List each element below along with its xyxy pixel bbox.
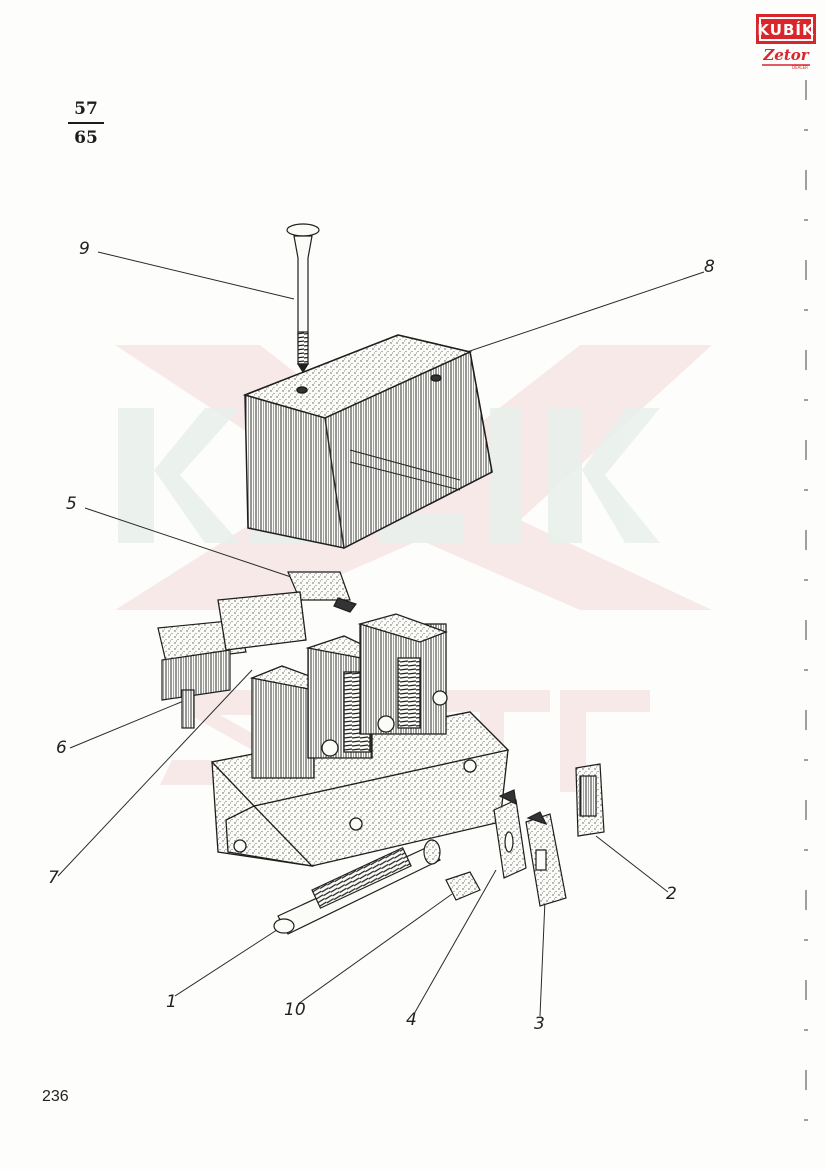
- clip-part-10: [445, 871, 481, 901]
- leader-lines: [57, 251, 705, 1017]
- resistor-part-1: [273, 839, 441, 935]
- fraction-numerator: 57: [74, 99, 98, 119]
- bracket-part-6: [157, 619, 247, 729]
- svg-text:DEALER: DEALER: [792, 65, 808, 70]
- callout-10: 10: [284, 1000, 306, 1020]
- screw-part-9: [286, 223, 320, 374]
- callout-3: 3: [534, 1014, 545, 1034]
- callout-5: 5: [66, 494, 77, 514]
- bracket-part-5: [287, 571, 357, 613]
- fraction-bar: [68, 122, 104, 124]
- callout-8: 8: [704, 257, 715, 277]
- contact-plate-part-3: [525, 811, 567, 907]
- svg-text:KUBÍK: KUBÍK: [757, 20, 815, 39]
- callout-7: 7: [48, 868, 59, 888]
- kubik-zetor-logo: KUBÍK Zetor DEALER: [756, 14, 816, 70]
- cover-part-8: [242, 334, 493, 550]
- callout-1: 1: [166, 992, 177, 1012]
- page-number: 236: [42, 1088, 69, 1105]
- callout-9: 9: [79, 239, 90, 259]
- callout-2: 2: [666, 884, 677, 904]
- contact-plate-part-4: [493, 789, 527, 879]
- scan-edge-marks: [804, 80, 808, 1121]
- regulator-base-assembly: [210, 591, 510, 867]
- callout-4: 4: [406, 1010, 417, 1030]
- section-fraction: 57 65: [66, 98, 106, 148]
- fraction-denominator: 65: [74, 128, 98, 148]
- contact-plate-part-2: [575, 763, 605, 837]
- callout-6: 6: [56, 738, 67, 758]
- svg-text:Zetor: Zetor: [762, 46, 809, 64]
